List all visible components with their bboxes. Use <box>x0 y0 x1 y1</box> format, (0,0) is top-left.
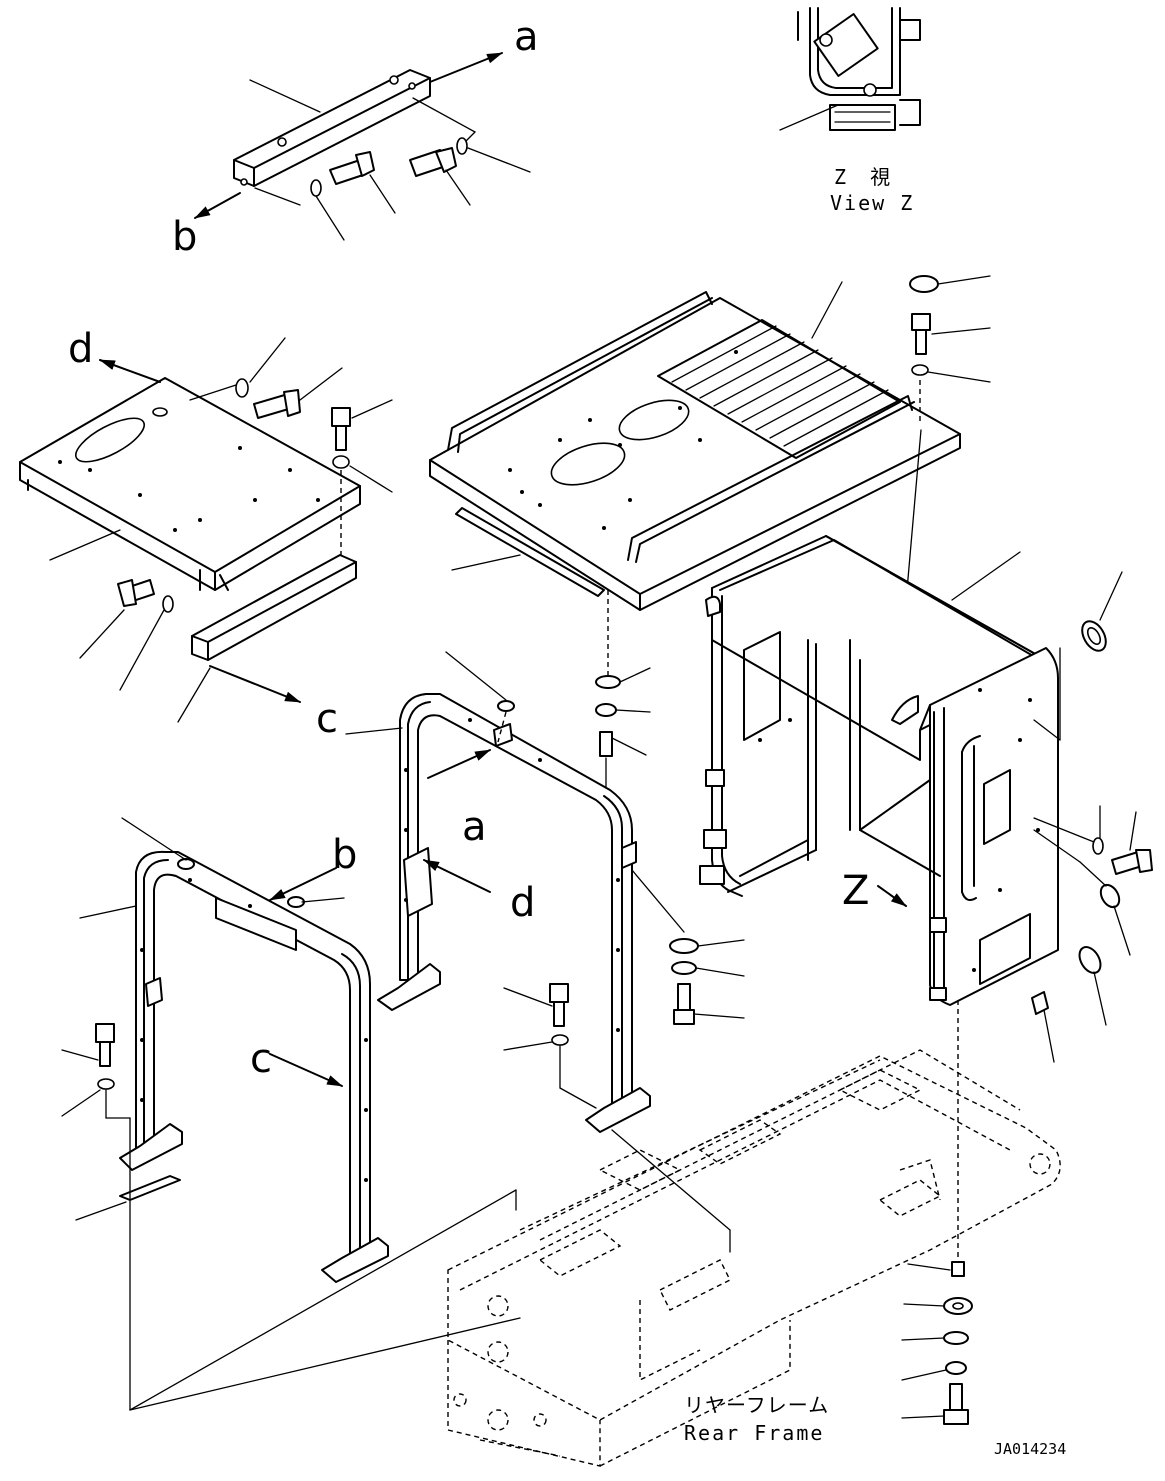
bracket-c <box>79 554 357 723</box>
left-floor-plate <box>19 359 361 591</box>
view-z-detail: Z 視 View Z <box>779 7 921 215</box>
rear-frame-fasteners <box>901 1261 973 1425</box>
callout-a-top: a <box>514 14 539 60</box>
callout-d-mid: d <box>510 880 535 926</box>
cross-bracket <box>194 52 531 241</box>
middle-arch-fasteners <box>503 869 745 1109</box>
top-cover <box>429 281 961 611</box>
callout-c-left-arch: c <box>250 1036 272 1082</box>
drawing-id: JA014234 <box>994 1440 1066 1458</box>
left-arch-frame <box>75 817 389 1283</box>
callout-c-left: c <box>316 696 338 742</box>
plate-bolts <box>235 337 393 560</box>
rear-frame-label-en: Rear Frame <box>684 1421 824 1445</box>
rear-frame-label-jp: リヤーフレーム <box>684 1393 829 1417</box>
engine-hood <box>699 535 1059 1006</box>
callout-b-left-arch: b <box>332 832 357 878</box>
view-z-title-jp: Z 視 <box>834 165 896 189</box>
hood-side-fasteners <box>957 571 1153 1260</box>
callout-z: Z <box>842 868 869 914</box>
callout-b-top: b <box>172 214 197 260</box>
view-z-title-en: View Z <box>830 191 914 215</box>
callout-d-left: d <box>68 326 93 372</box>
callout-a-mid: a <box>462 804 487 850</box>
middle-arch-frame <box>345 651 651 1133</box>
rear-frame <box>447 1049 1061 1467</box>
left-arch-fasteners <box>61 1023 521 1411</box>
